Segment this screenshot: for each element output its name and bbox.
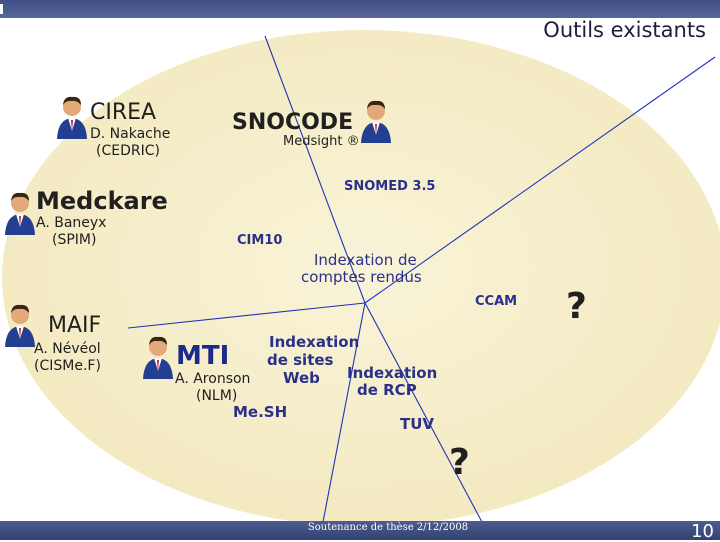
slide-title: Outils existants — [543, 18, 706, 42]
category-sites-web-line1: Indexation — [269, 333, 360, 351]
tool-medckare-author: A. Baneyx — [36, 215, 107, 231]
domain-ellipse — [2, 30, 720, 526]
tool-cirea-author: D. Nakache — [90, 126, 171, 142]
category-sites-web-line3: Web — [283, 369, 320, 387]
divider-line-bottom-right — [364, 302, 483, 523]
divider-line-right — [364, 56, 716, 304]
tool-mti-lab: (NLM) — [196, 388, 238, 404]
page-number: 10 — [691, 521, 714, 542]
unknown-question-mark: ? — [449, 442, 470, 483]
tool-mti-name: MTI — [176, 341, 230, 371]
tool-maif-name: MAIF — [48, 313, 102, 338]
divider-line-left — [127, 302, 366, 329]
tool-medckare-name: Medckare — [36, 187, 168, 215]
top-bar — [0, 0, 720, 18]
divider-line-top — [264, 35, 366, 304]
divider-line-bottom — [322, 302, 366, 523]
person-icon — [140, 334, 176, 384]
category-sites-web-line2: de sites — [267, 351, 334, 369]
unknown-question-mark: ? — [566, 286, 587, 327]
tool-maif-author: A. Névéol — [34, 341, 101, 357]
tool-cirea-name: CIREA — [90, 100, 157, 125]
person-icon — [2, 302, 38, 352]
category-comptes-rendus-line2: comptes rendus — [301, 268, 422, 286]
tool-snocode-name: SNOCODE — [232, 110, 354, 135]
tool-snocode-lab: Medsight ® — [283, 134, 360, 149]
person-icon — [358, 98, 394, 148]
terminology-mesh: Me.SH — [233, 403, 288, 421]
category-rcp-line2: de RCP — [357, 381, 417, 399]
tool-mti-author: A. Aronson — [175, 371, 251, 387]
tool-cirea-lab: (CEDRIC) — [96, 143, 160, 159]
footer-text: Soutenance de thèse 2/12/2008 — [307, 522, 469, 533]
tool-maif-lab: (CISMe.F) — [34, 358, 101, 374]
terminology-cim10: CIM10 — [237, 233, 283, 248]
category-comptes-rendus-line1: Indexation de — [314, 251, 417, 269]
terminology-tuv: TUV — [400, 415, 435, 433]
tool-medckare-lab: (SPIM) — [52, 232, 97, 248]
terminology-ccam: CCAM — [475, 294, 518, 309]
bottom-bar — [0, 521, 720, 540]
top-bar-mark — [0, 4, 3, 14]
category-rcp-line1: Indexation — [347, 364, 438, 382]
person-icon — [54, 94, 90, 144]
terminology-snomed: SNOMED 3.5 — [344, 179, 436, 194]
person-icon — [2, 190, 38, 240]
